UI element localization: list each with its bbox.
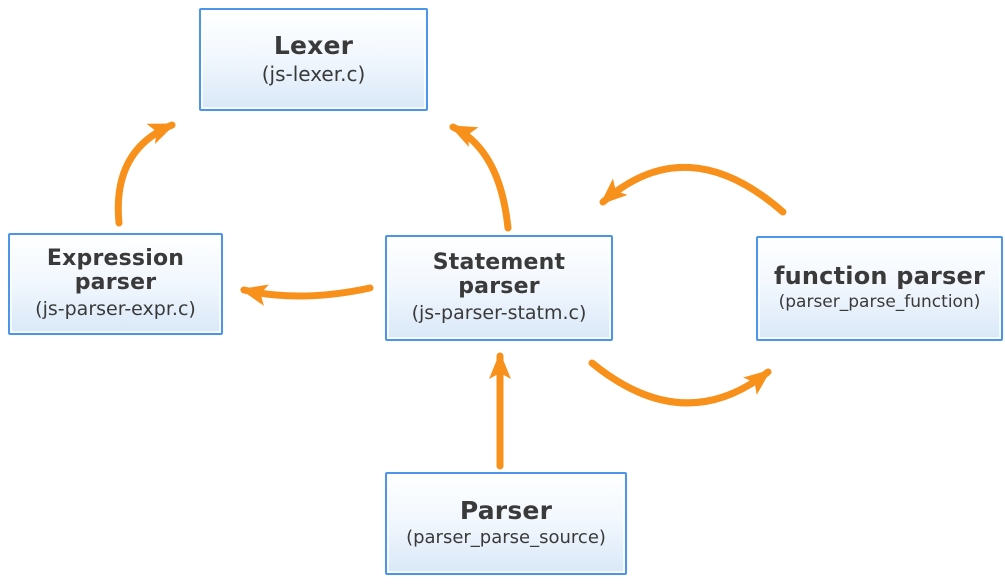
node-parser: Parser (parser_parse_source) — [385, 472, 627, 575]
node-expression-parser-subtitle: (js-parser-expr.c) — [35, 297, 196, 320]
arrow-function-parser-to-statement-parser — [599, 163, 787, 216]
arrow-statement-parser-to-function-parser — [588, 359, 772, 407]
arrow-statement-parser-to-expression-parser — [240, 284, 374, 306]
node-lexer-subtitle: (js-lexer.c) — [261, 62, 366, 86]
node-lexer: Lexer (js-lexer.c) — [199, 8, 428, 111]
node-function-parser-subtitle: (parser_parse_function) — [778, 292, 981, 313]
node-statement-parser: Statement parser (js-parser-statm.c) — [385, 235, 613, 341]
node-parser-title: Parser — [459, 496, 553, 526]
arrow-statement-parser-to-lexer — [449, 123, 512, 232]
node-expression-parser-title: Expression parser — [46, 245, 185, 296]
node-parser-subtitle: (parser_parse_source) — [406, 527, 606, 549]
arrow-expression-parser-to-lexer — [114, 121, 176, 227]
node-statement-parser-subtitle: (js-parser-statm.c) — [411, 301, 587, 324]
node-lexer-title: Lexer — [273, 31, 354, 60]
node-expression-parser: Expression parser (js-parser-expr.c) — [8, 233, 223, 335]
node-function-parser: function parser (parser_parse_function) — [756, 236, 1003, 341]
node-function-parser-title: function parser — [773, 262, 986, 291]
node-statement-parser-title: Statement parser — [432, 249, 566, 300]
